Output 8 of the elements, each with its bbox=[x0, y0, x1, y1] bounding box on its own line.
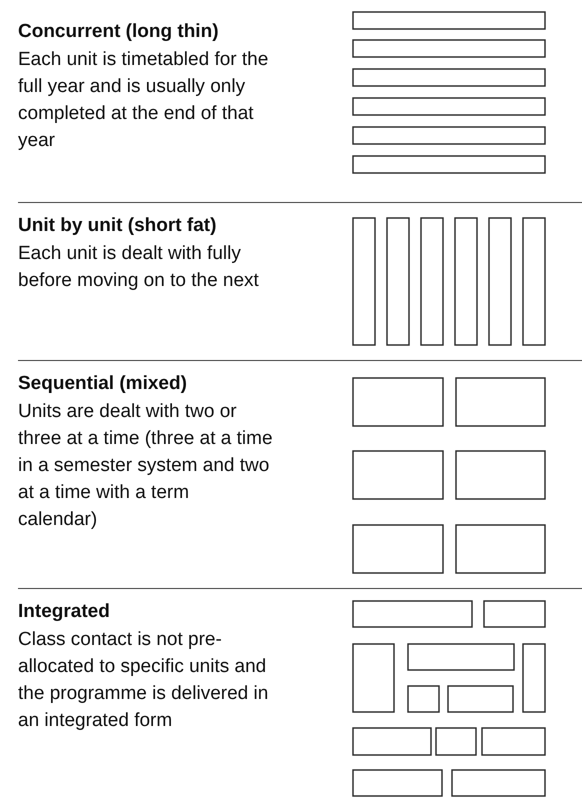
section-heading: Concurrent (long thin) bbox=[18, 20, 220, 44]
description-text: Each unit is timetabled for the full year and is usually only completed at the end of that year bbox=[18, 48, 270, 153]
description-text: Each unit is dealt with fully before moving on to the next bbox=[18, 242, 260, 293]
description-text: Units are dealt with two or three at a time (three at a time in a semester system and two at a time with a term calendar) bbox=[18, 400, 273, 532]
section-heading: Unit by unit (short fat) bbox=[18, 214, 218, 238]
section-heading: Sequential (mixed) bbox=[18, 372, 188, 396]
section-heading: Integrated bbox=[18, 600, 111, 624]
description-text: Class contact is not pre-allocated to specific units and the programme is delivered in an integrated form bbox=[18, 628, 270, 733]
